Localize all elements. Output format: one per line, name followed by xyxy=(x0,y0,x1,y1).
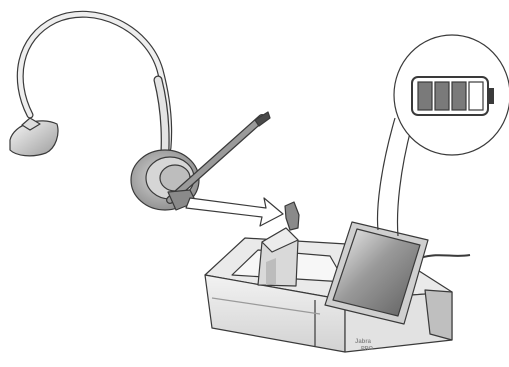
callout-line-upper xyxy=(378,118,395,230)
battery-icon xyxy=(412,77,494,115)
battery-bar-filled xyxy=(452,82,466,110)
cradle-notch xyxy=(285,202,299,230)
callout-line-lower xyxy=(398,125,412,236)
battery-callout xyxy=(378,35,509,236)
headset xyxy=(10,14,270,210)
insertion-arrow xyxy=(186,198,283,226)
svg-text:PRO: PRO xyxy=(361,346,374,352)
svg-text:Jabra: Jabra xyxy=(355,339,372,345)
base-station xyxy=(205,202,470,352)
battery-bar-filled xyxy=(418,82,432,110)
battery-bar-filled xyxy=(435,82,449,110)
battery-bar-empty xyxy=(469,82,483,110)
cable xyxy=(420,255,470,258)
